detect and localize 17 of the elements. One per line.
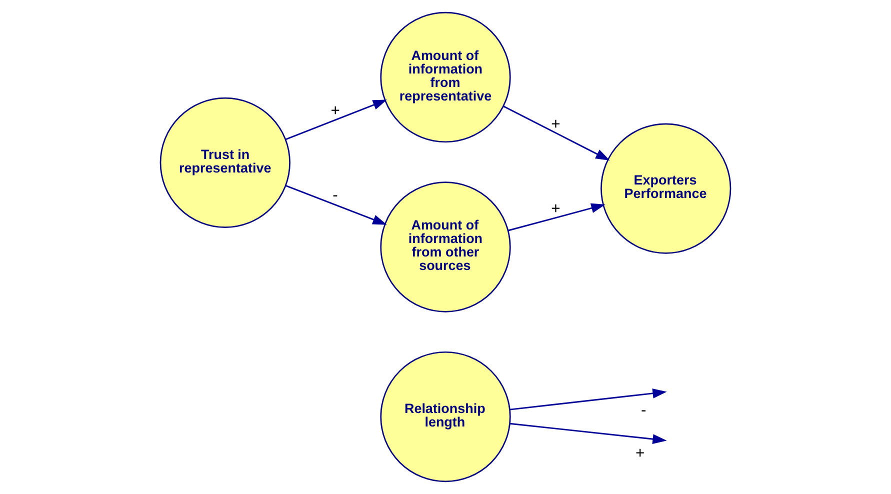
arrow: [508, 203, 606, 232]
arrow: [285, 100, 388, 140]
arrow: [510, 422, 667, 444]
edge-label: +: [551, 200, 560, 218]
node-circle: Trust in representative: [160, 97, 290, 228]
edge-label: +: [551, 116, 560, 134]
edge-label: +: [330, 102, 340, 120]
arrow: [286, 185, 387, 225]
edge-label: -: [640, 402, 646, 419]
arrow: [510, 388, 667, 410]
node-circle: Amount of information from representative: [380, 12, 511, 143]
node-circle: Exporters Performance: [600, 123, 732, 254]
node-circle: Relationship length: [380, 351, 511, 482]
node-circle: Amount of information from other sources: [380, 182, 511, 312]
edge-label: +: [635, 445, 645, 462]
edge-label: -: [332, 187, 338, 204]
arrow: [503, 106, 610, 161]
